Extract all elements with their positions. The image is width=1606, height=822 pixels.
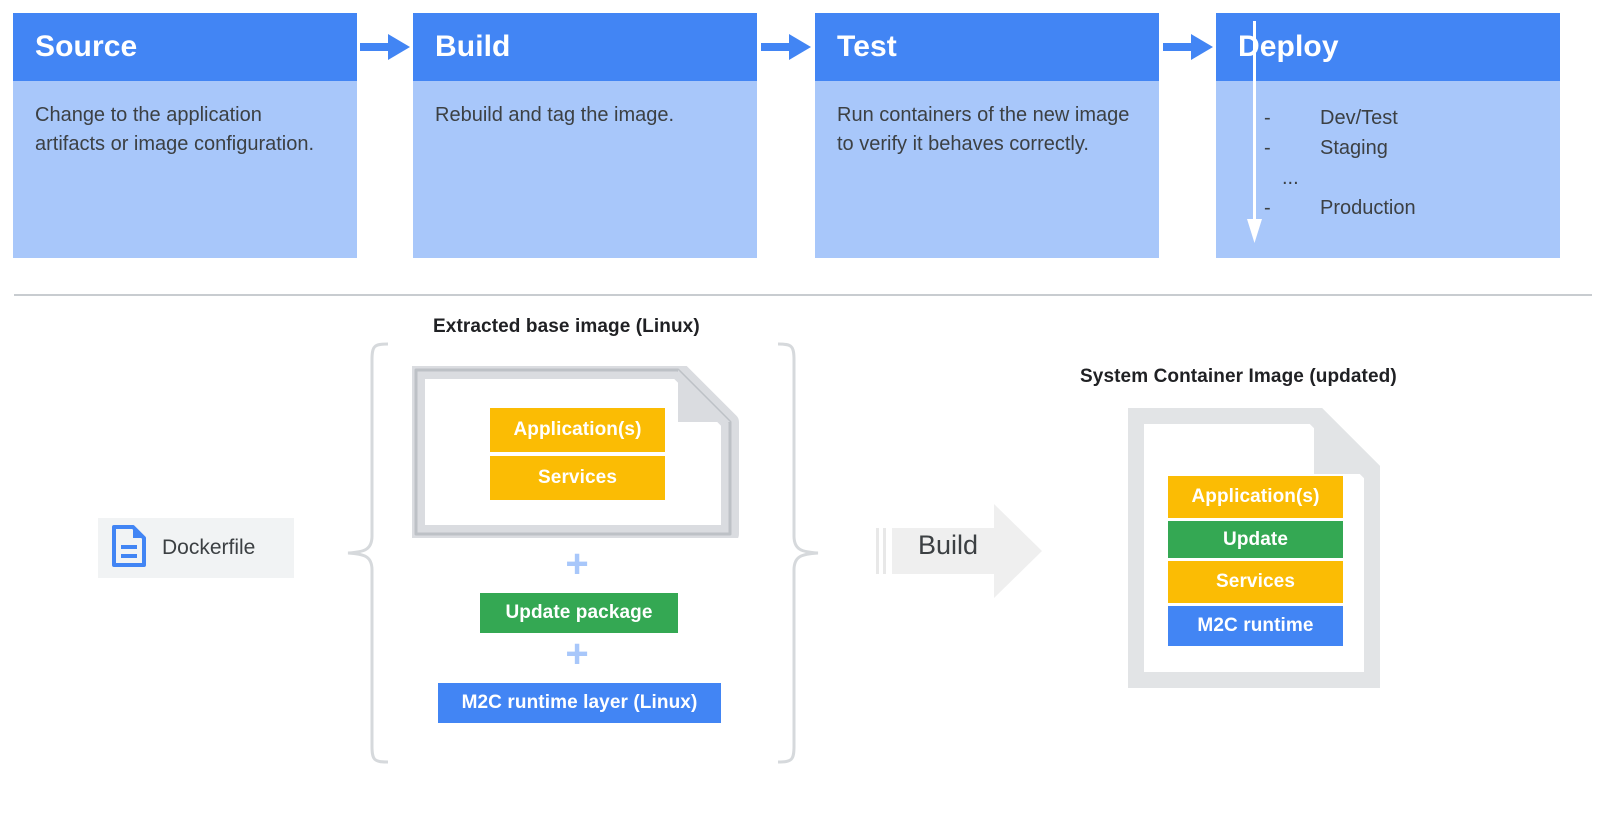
layer-m2c-runtime: M2C runtime layer (Linux) [438,683,721,723]
out-layer-applications: Application(s) [1168,476,1343,518]
stage-title-test: Test [837,30,897,63]
stage-body-build: Rebuild and tag the image. [435,104,675,126]
section-divider [14,294,1592,296]
base-image-caption: Extracted base image (Linux) [433,316,700,337]
layer-update-package: Update package [480,593,678,633]
build-arrow-label: Build [918,530,979,560]
list-bullet: - [1264,107,1271,129]
stage-title-build: Build [435,30,511,63]
arrow-down-icon [1242,21,1270,252]
stage-title-source: Source [35,30,138,63]
out-layer-m2c-runtime: M2C runtime [1168,606,1343,646]
plus-icon: + [565,542,589,586]
layer-applications: Application(s) [490,408,665,452]
arrow-right-block-icon [876,504,1042,598]
pipeline-stage-source[interactable]: Source Change to the application artifac… [13,13,357,258]
arrow-right-icon [1163,30,1219,64]
right-brace [776,340,822,775]
plus-icon: + [565,632,589,676]
document-icon [112,524,146,572]
list-item-label: Staging [1320,137,1388,159]
list-item: - Staging [1264,133,1538,163]
out-layer-services: Services [1168,561,1343,603]
list-item-label: Production [1320,197,1416,219]
stage-header-source: Source [13,13,357,81]
list-item: - Production [1264,193,1538,223]
list-bullet: - [1264,197,1271,219]
list-item-label: Dev/Test [1320,107,1398,129]
stage-header-build: Build [413,13,757,81]
dockerfile-chip[interactable]: Dockerfile [98,518,294,578]
left-brace [344,340,390,775]
list-bullet: - [1264,137,1271,159]
stage-body-source: Change to the application artifacts or i… [35,104,315,155]
card-outline-icon [412,366,739,538]
pipeline-stage-test[interactable]: Test Run containers of the new image to … [815,13,1159,258]
arrow-right-icon [360,30,416,64]
stage-header-deploy: Deploy [1216,13,1560,81]
dockerfile-label: Dockerfile [162,536,256,559]
deploy-environment-list: - Dev/Test - Staging ... - Production [1216,81,1560,223]
out-layer-update: Update [1168,521,1343,558]
pipeline-stage-build[interactable]: Build Rebuild and tag the image. [413,13,757,258]
list-item: - Dev/Test [1264,103,1538,133]
stage-body-test: Run containers of the new image to verif… [837,104,1130,155]
image-build-diagram-section: Extracted base image (Linux) System Cont… [0,300,1606,822]
extracted-base-image-card: Application(s) Services [412,366,742,538]
build-arrow: Build [876,496,1046,606]
stage-header-test: Test [815,13,1159,81]
layer-services: Services [490,456,665,500]
arrow-right-icon [761,30,817,64]
output-image-caption: System Container Image (updated) [1080,366,1397,387]
list-ellipsis: ... [1282,167,1299,189]
pipeline-stage-deploy[interactable]: Deploy - Dev/Test - Staging ... [1216,13,1560,258]
cicd-pipeline-section: Source Change to the application artifac… [0,0,1606,270]
system-container-image-card: Application(s) Update Services M2C runti… [1128,408,1380,688]
card-outline-icon [1128,408,1380,688]
